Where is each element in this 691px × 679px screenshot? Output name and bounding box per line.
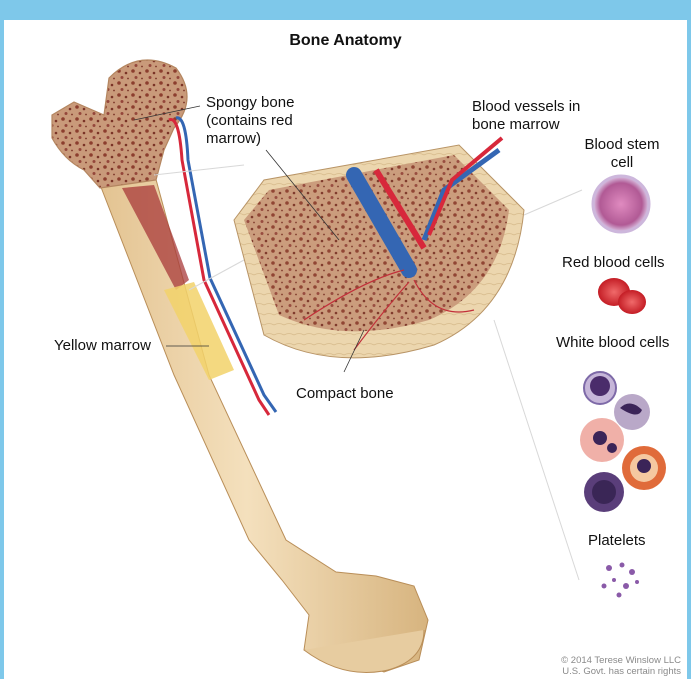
label-platelets: Platelets xyxy=(588,532,646,550)
label-white-blood-cells: White blood cells xyxy=(556,334,669,352)
copyright-notice: © 2014 Terese Winslow LLC U.S. Govt. has… xyxy=(561,655,681,677)
diagram-title: Bone Anatomy xyxy=(4,32,687,50)
label-spongy-bone: Spongy bone (contains red marrow) xyxy=(206,94,294,148)
blood-stem-cell xyxy=(593,176,649,232)
copyright-line2: U.S. Govt. has certain rights xyxy=(561,666,681,677)
bone-cross-section xyxy=(234,138,524,358)
label-blood-stem-cell-line1: Blood stem xyxy=(582,136,662,154)
red-blood-cells xyxy=(598,278,646,314)
diagram-panel: Bone Anatomy Spongy bone (contains red m… xyxy=(4,20,687,679)
label-red-blood-cells: Red blood cells xyxy=(562,254,665,272)
platelets xyxy=(602,563,640,598)
label-spongy-bone-line1: Spongy bone xyxy=(206,94,294,112)
copyright-line1: © 2014 Terese Winslow LLC xyxy=(561,655,681,666)
label-blood-vessels: Blood vessels in bone marrow xyxy=(472,98,580,134)
label-blood-stem-cell: Blood stem cell xyxy=(582,136,662,172)
label-blood-vessels-line2: bone marrow xyxy=(472,116,580,134)
femur-bone xyxy=(52,60,428,673)
label-yellow-marrow: Yellow marrow xyxy=(54,337,151,355)
label-compact-bone: Compact bone xyxy=(296,385,394,403)
label-spongy-bone-line3: marrow) xyxy=(206,130,294,148)
label-blood-stem-cell-line2: cell xyxy=(582,154,662,172)
label-blood-vessels-line1: Blood vessels in xyxy=(472,98,580,116)
label-spongy-bone-line2: (contains red xyxy=(206,112,294,130)
white-blood-cells xyxy=(580,372,666,512)
